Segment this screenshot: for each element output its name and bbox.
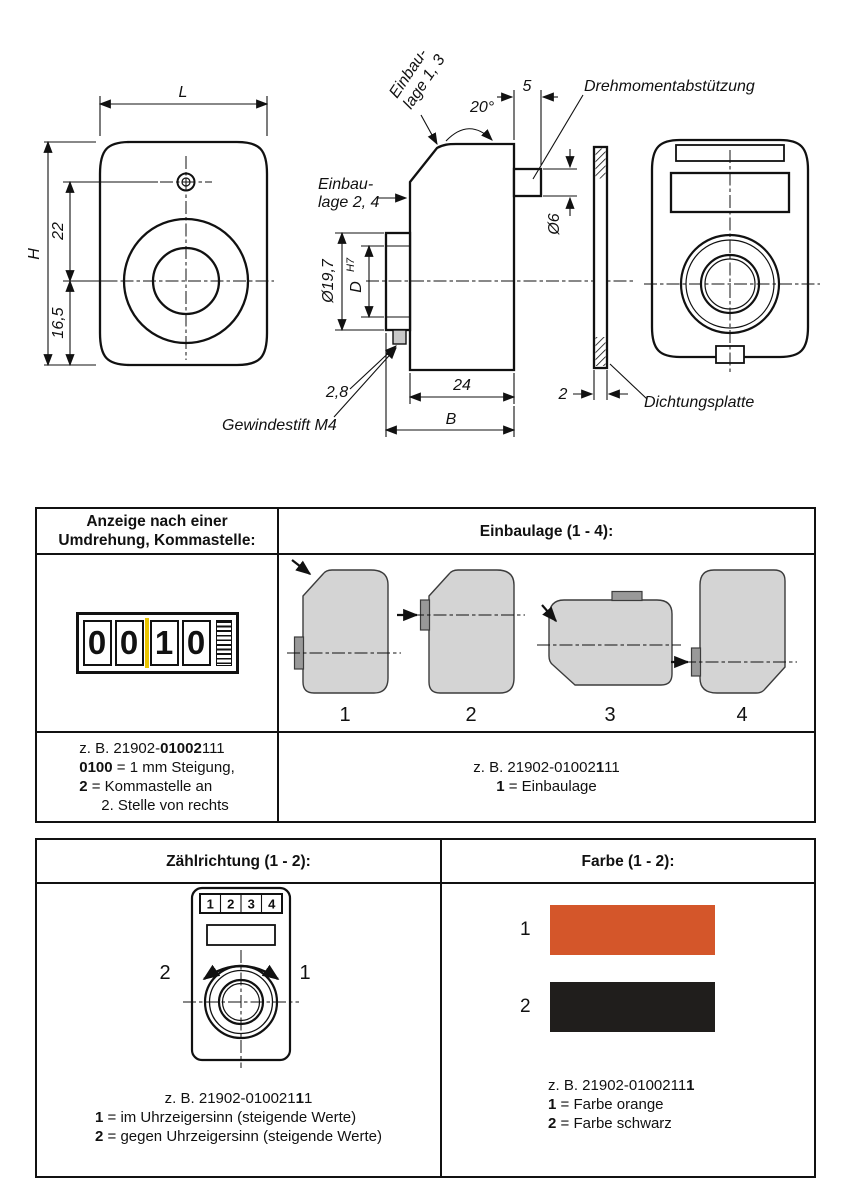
front-dimensions: [43, 96, 269, 367]
table1-right-caption-text: z. B. 21902-01002111 1 = Einbaulage: [473, 759, 620, 795]
comma-position-marker: [144, 618, 149, 668]
dim-d19-7-label: Ø19,7: [320, 258, 337, 304]
counter-display: 0 0 1 0: [75, 612, 239, 674]
table1-left-caption-text: z. B. 21902-01002111 0100 = 1 mm Steigun…: [79, 740, 235, 814]
position-3-arrow: [541, 604, 558, 623]
counter-digit-2: 0: [114, 620, 144, 666]
front-view: L H 22 16,5: [26, 84, 274, 367]
color-2-number: 2: [520, 996, 531, 1017]
position-1-label: 1: [339, 704, 350, 726]
position-1-arrow: [291, 559, 312, 575]
farbe-header-label: Farbe (1 - 2):: [581, 852, 675, 870]
counter-digit-1: 0: [82, 620, 112, 666]
dial-digit-2: 2: [227, 897, 234, 912]
table2-right-caption-text: z. B. 21902-01002111 1 = Farbe orange 2 …: [548, 1076, 814, 1133]
einbaulage-header-label: Einbaulage (1 - 4):: [479, 522, 614, 540]
dim-22-label: 22: [50, 222, 67, 241]
color-option-2: 2: [520, 982, 814, 1032]
dim-B-label: B: [446, 411, 457, 428]
dim-D-tolerance-label: H7: [345, 257, 357, 272]
color-swatch-black: [550, 982, 715, 1032]
technical-drawing: L H 22 16,5: [26, 46, 820, 437]
table1-left-header-line1: Anzeige nach einer: [86, 513, 228, 530]
dial-digit-3: 3: [248, 897, 255, 912]
indicator-body-outline: [98, 140, 269, 367]
zaehlrichtung-cell: 1 2 3 4 2 1 z. B. 219: [37, 884, 442, 1176]
side-dimensions: [333, 90, 584, 437]
position-4-label: 4: [736, 704, 747, 726]
color-option-1: 1: [520, 905, 814, 955]
set-screw: [392, 329, 407, 345]
dial-blank-window: [206, 924, 276, 946]
dim-24-label: 24: [452, 377, 471, 394]
angle-20-label: 20°: [469, 99, 495, 116]
seal-plate: [592, 145, 609, 370]
dim-2-8-label: 2,8: [325, 384, 348, 401]
counter-digit-4: 0: [181, 620, 211, 666]
dim-H-label: H: [26, 248, 43, 260]
table1-right-caption-cell: z. B. 21902-01002111 1 = Einbaulage: [279, 733, 814, 821]
side-body-outline: [408, 142, 516, 372]
seal-plate-view: 2 Dichtungsplatte: [558, 145, 754, 411]
example-code-2: z. B. 21902-01002111: [473, 759, 620, 776]
front-view-right: [644, 138, 820, 372]
dim-2-label: 2: [558, 386, 568, 403]
table1-left-header-line2: Umdrehung, Kommastelle:: [58, 532, 256, 549]
table1-right-header: Einbaulage (1 - 4):: [279, 509, 814, 555]
example-code-1: z. B. 21902-01002111: [79, 740, 225, 757]
dim-D-label: D: [348, 281, 365, 293]
front-centerlines: [98, 156, 274, 360]
position-3-shape: [548, 599, 673, 686]
zaehlrichtung-header-label: Zählrichtung (1 - 2):: [166, 852, 311, 870]
set-screw-label: Gewindestift M4: [222, 417, 337, 434]
counting-direction-drawing: 1 2 3 4 2 1: [159, 886, 311, 1068]
knurl-wheel: [215, 620, 232, 666]
dim-L-label: L: [179, 84, 188, 101]
counter-cell: 0 0 1 0: [37, 555, 279, 733]
order-key-table-1: Anzeige nach einer Umdrehung, Kommastell…: [35, 507, 816, 823]
color-swatch-orange: [550, 905, 715, 955]
color-1-number: 1: [520, 919, 531, 940]
table2-left-header: Zählrichtung (1 - 2):: [37, 840, 442, 884]
position-4-shape: [699, 569, 786, 694]
dim-16-5-label: 16,5: [50, 307, 67, 338]
torque-support-label: Drehmomentabstützung: [584, 78, 755, 95]
seal-plate-label: Dichtungsplatte: [644, 394, 754, 411]
example-code-3: z. B. 21902-01002111: [164, 1090, 313, 1107]
einbaulage-2-4-label: Einbau-: [318, 176, 373, 193]
order-key-table-2: Zählrichtung (1 - 2): Farbe (1 - 2):: [35, 838, 816, 1178]
table2-right-header: Farbe (1 - 2):: [442, 840, 814, 884]
position-3-tab: [611, 590, 643, 602]
einbaulage-2-4-label2: lage 2, 4: [318, 194, 379, 211]
table1-left-caption-cell: z. B. 21902-01002111 0100 = 1 mm Steigun…: [37, 733, 279, 821]
einbaulage-positions-drawing: 1 2 3 4: [287, 559, 797, 726]
example-code-4: z. B. 21902-01002111: [548, 1077, 695, 1094]
position-2-label: 2: [465, 704, 476, 726]
position-2-shape: [428, 569, 515, 694]
direction-2-label: 2: [159, 962, 170, 984]
position-1-shape: [302, 569, 389, 694]
dial-digit-4: 4: [268, 897, 276, 912]
counter-digit-3: 1: [149, 620, 179, 666]
position-3-label: 3: [604, 704, 615, 726]
dial-digit-1: 1: [207, 897, 214, 912]
table2-left-caption-text: z. B. 21902-01002111 1 = im Uhrzeigersin…: [95, 1090, 382, 1145]
side-view: Einbau- lage 1, 3 20° 5 Drehmomentabstüt…: [222, 46, 755, 437]
direction-1-label: 1: [299, 962, 310, 984]
dim-d6-label: Ø6: [546, 213, 563, 235]
dim-5-label: 5: [523, 78, 532, 95]
table1-left-header: Anzeige nach einer Umdrehung, Kommastell…: [37, 509, 279, 555]
farbe-cell: 1 2 z. B. 21902-01002111 1 = Farbe orang…: [442, 884, 814, 1176]
einbaulage-cell: 1 2 3 4: [279, 555, 814, 733]
